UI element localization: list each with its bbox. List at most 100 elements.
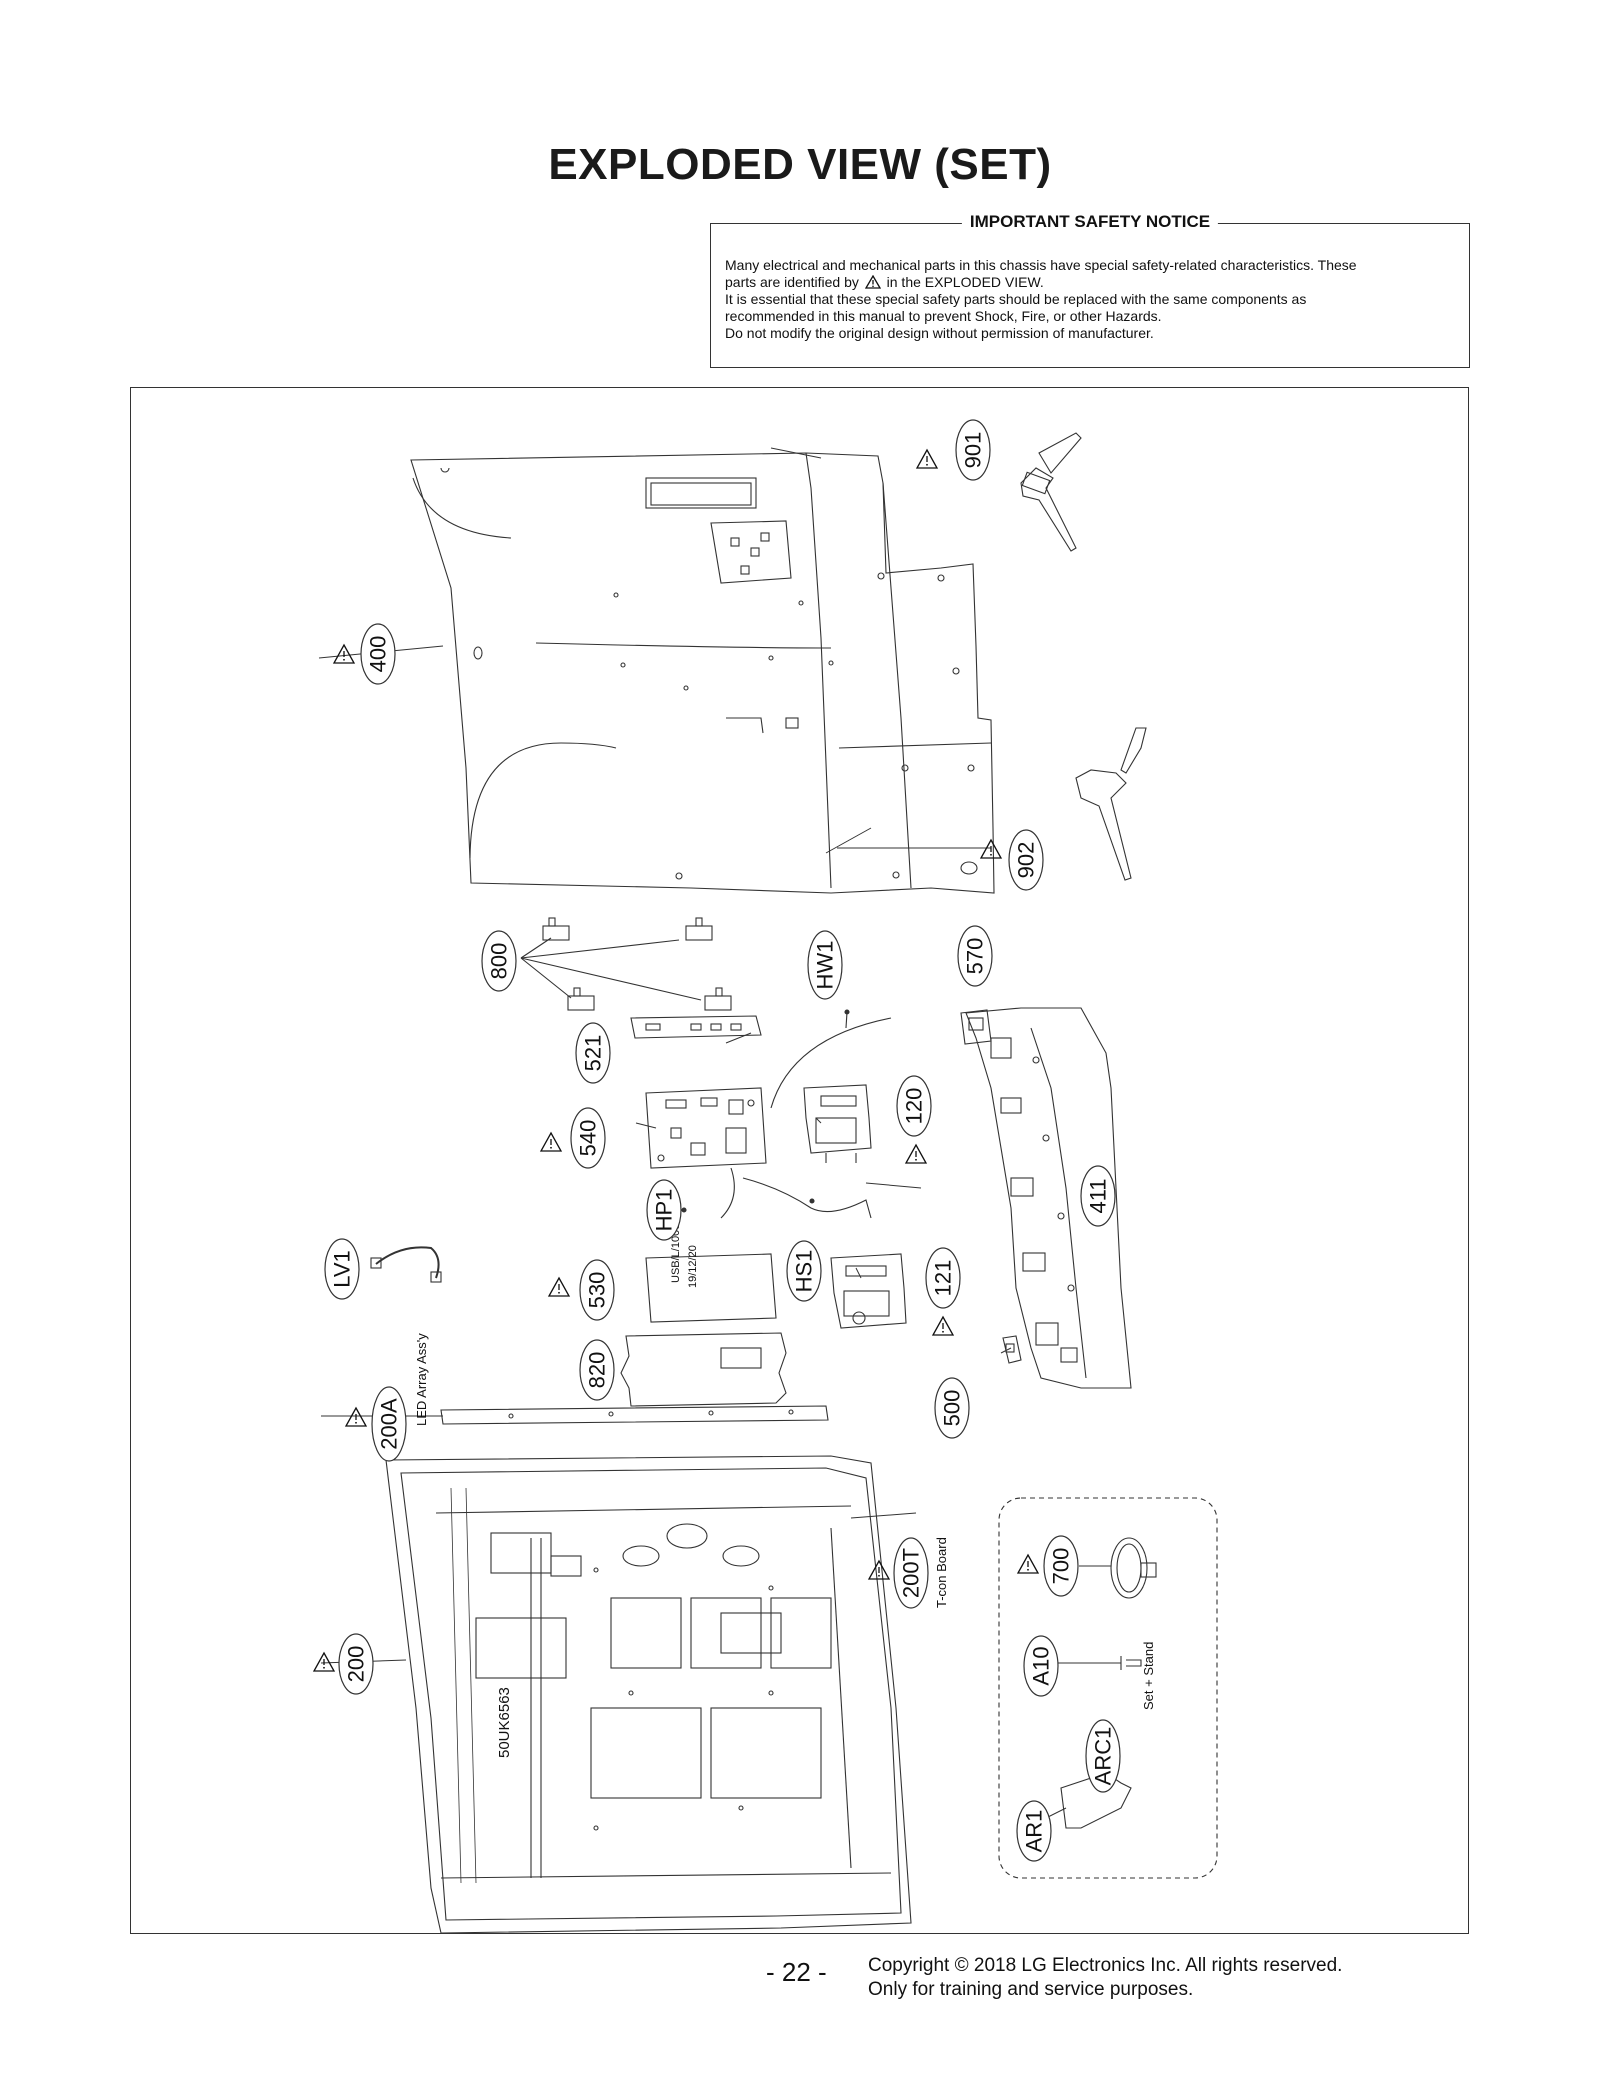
callout-120: 120 — [896, 1075, 932, 1137]
callout-902: 902 — [1008, 829, 1044, 891]
svg-text:HS1: HS1 — [792, 1250, 817, 1293]
callout-lv1: LV1 — [324, 1238, 360, 1300]
notice-line-2-pre: parts are identified by — [725, 274, 859, 290]
cable-lv1-drawing — [370, 1246, 442, 1283]
warning-triangle-icon — [905, 1144, 927, 1164]
svg-text:530: 530 — [585, 1272, 610, 1309]
callout-700: 700 — [1043, 1535, 1079, 1597]
callout-901: 901 — [955, 419, 991, 481]
safety-marks — [313, 449, 1039, 1672]
callout-hw1: HW1 — [807, 930, 843, 1000]
brackets-800-drawing — [520, 917, 732, 1011]
callout-200t: 200T — [893, 1537, 929, 1609]
speaker-120-drawing — [803, 1084, 872, 1163]
accessories-box — [998, 1497, 1218, 1879]
label-530-drawing: USB/L/1000 19/12/20 — [645, 1224, 777, 1323]
speaker-121-drawing — [830, 1253, 907, 1329]
svg-text:HP1: HP1 — [652, 1189, 677, 1232]
callout-ar1: AR1 — [1016, 1800, 1052, 1862]
svg-text:19/12/20: 19/12/20 — [687, 1245, 699, 1288]
callout-121: 121 — [925, 1247, 961, 1309]
leader-lines — [318, 447, 1117, 1819]
warning-triangle-icon — [540, 1132, 562, 1152]
copyright-line-1: Copyright © 2018 LG Electronics Inc. All… — [868, 1955, 1343, 1976]
notice-line-2-post: in the EXPLODED VIEW. — [886, 274, 1044, 290]
callout-800: 800 — [481, 930, 517, 992]
callout-hp1: HP1 — [646, 1179, 682, 1241]
callout-820: 820 — [579, 1339, 615, 1401]
sheet-820-drawing — [620, 1332, 787, 1407]
frame-411-drawing — [965, 1007, 1132, 1389]
copyright-line-2: Only for training and service purposes. — [868, 1979, 1194, 2000]
svg-text:ARC1: ARC1 — [1091, 1727, 1116, 1786]
svg-text:540: 540 — [576, 1120, 601, 1157]
panel-200-drawing: 50UK6563 — [385, 1455, 912, 1934]
svg-text:LV1: LV1 — [330, 1250, 355, 1288]
notice-line-4: recommended in this manual to prevent Sh… — [725, 308, 1162, 324]
svg-text:A10: A10 — [1029, 1646, 1054, 1685]
svg-text:200A: 200A — [377, 1398, 402, 1450]
stand-902-drawing — [1075, 727, 1147, 881]
notice-line-5: Do not modify the original design withou… — [725, 325, 1154, 341]
svg-text:USB/L/1000: USB/L/1000 — [670, 1224, 682, 1283]
warning-triangle-icon — [333, 644, 355, 664]
notice-line-2: parts are identified by in the EXPLODED … — [725, 274, 1455, 291]
callout-400: 400 — [360, 623, 396, 685]
warning-triangle-icon — [980, 839, 1002, 859]
warning-triangle-icon — [932, 1316, 954, 1336]
callout-a10: A10 — [1023, 1635, 1059, 1697]
svg-text:411: 411 — [1086, 1178, 1111, 1213]
callout-570: 570 — [957, 925, 993, 987]
model-label: 50UK6563 — [496, 1687, 513, 1758]
warning-triangle-icon — [1017, 1554, 1039, 1574]
exploded-diagram-drawing: USB/L/1000 19/12/20 — [313, 419, 1218, 1934]
svg-text:570: 570 — [963, 938, 988, 975]
svg-text:800: 800 — [487, 943, 512, 980]
warning-triangle-icon — [313, 1652, 335, 1672]
svg-text:AR1: AR1 — [1022, 1810, 1047, 1853]
safety-notice-box: IMPORTANT SAFETY NOTICE Many electrical … — [710, 212, 1470, 368]
svg-text:820: 820 — [585, 1352, 610, 1389]
page-title: EXPLODED VIEW (SET) — [548, 140, 1052, 189]
svg-text:700: 700 — [1049, 1548, 1074, 1585]
notice-line-1: Many electrical and mechanical parts in … — [725, 257, 1357, 273]
svg-text:HW1: HW1 — [813, 941, 838, 990]
svg-text:200T: 200T — [899, 1548, 924, 1598]
svg-text:521: 521 — [581, 1035, 606, 1072]
callout-arc1: ARC1 — [1085, 1719, 1121, 1793]
notice-line-3: It is essential that these special safet… — [725, 291, 1307, 307]
svg-text:120: 120 — [902, 1088, 927, 1125]
callout-500: 500 — [934, 1377, 970, 1439]
callout-540: 540 — [570, 1107, 606, 1169]
exploded-diagram: USB/L/1000 19/12/20 — [130, 387, 1469, 1934]
stand-901-drawing — [1020, 432, 1082, 552]
main-board-540-drawing — [645, 1087, 767, 1169]
callout-521: 521 — [575, 1022, 611, 1084]
callout-200: 200 — [338, 1633, 374, 1695]
callout-411: 411 — [1080, 1165, 1116, 1227]
set-stand-caption: Set + Stand — [1141, 1642, 1156, 1710]
warning-triangle-icon — [345, 1407, 367, 1427]
callout-hs1: HS1 — [786, 1240, 822, 1302]
led-bar-200a-drawing — [440, 1405, 829, 1425]
safety-notice-text: Many electrical and mechanical parts in … — [725, 257, 1455, 342]
warning-triangle-icon — [868, 1560, 890, 1580]
svg-text:901: 901 — [961, 432, 986, 469]
cables-drawing — [681, 1009, 892, 1219]
svg-text:902: 902 — [1014, 842, 1039, 879]
warning-triangle-icon — [916, 449, 938, 469]
callout-530: 530 — [579, 1259, 615, 1321]
part-521-drawing — [630, 1015, 762, 1039]
svg-text:400: 400 — [366, 636, 391, 673]
safety-notice-heading: IMPORTANT SAFETY NOTICE — [961, 212, 1219, 232]
copyright-notice: Copyright © 2018 LG Electronics Inc. All… — [868, 1954, 1342, 2002]
warning-triangle-icon — [864, 275, 881, 289]
svg-text:500: 500 — [940, 1390, 965, 1427]
led-array-caption: LED Array Ass'y — [414, 1333, 429, 1426]
svg-text:121: 121 — [931, 1260, 956, 1297]
svg-text:200: 200 — [344, 1646, 369, 1683]
warning-triangle-icon — [548, 1277, 570, 1297]
part-500-drawing — [1002, 1335, 1022, 1364]
back-cover-drawing — [410, 452, 995, 894]
part-labels: 400 901 902 800 521 HW1 — [324, 419, 1121, 1862]
